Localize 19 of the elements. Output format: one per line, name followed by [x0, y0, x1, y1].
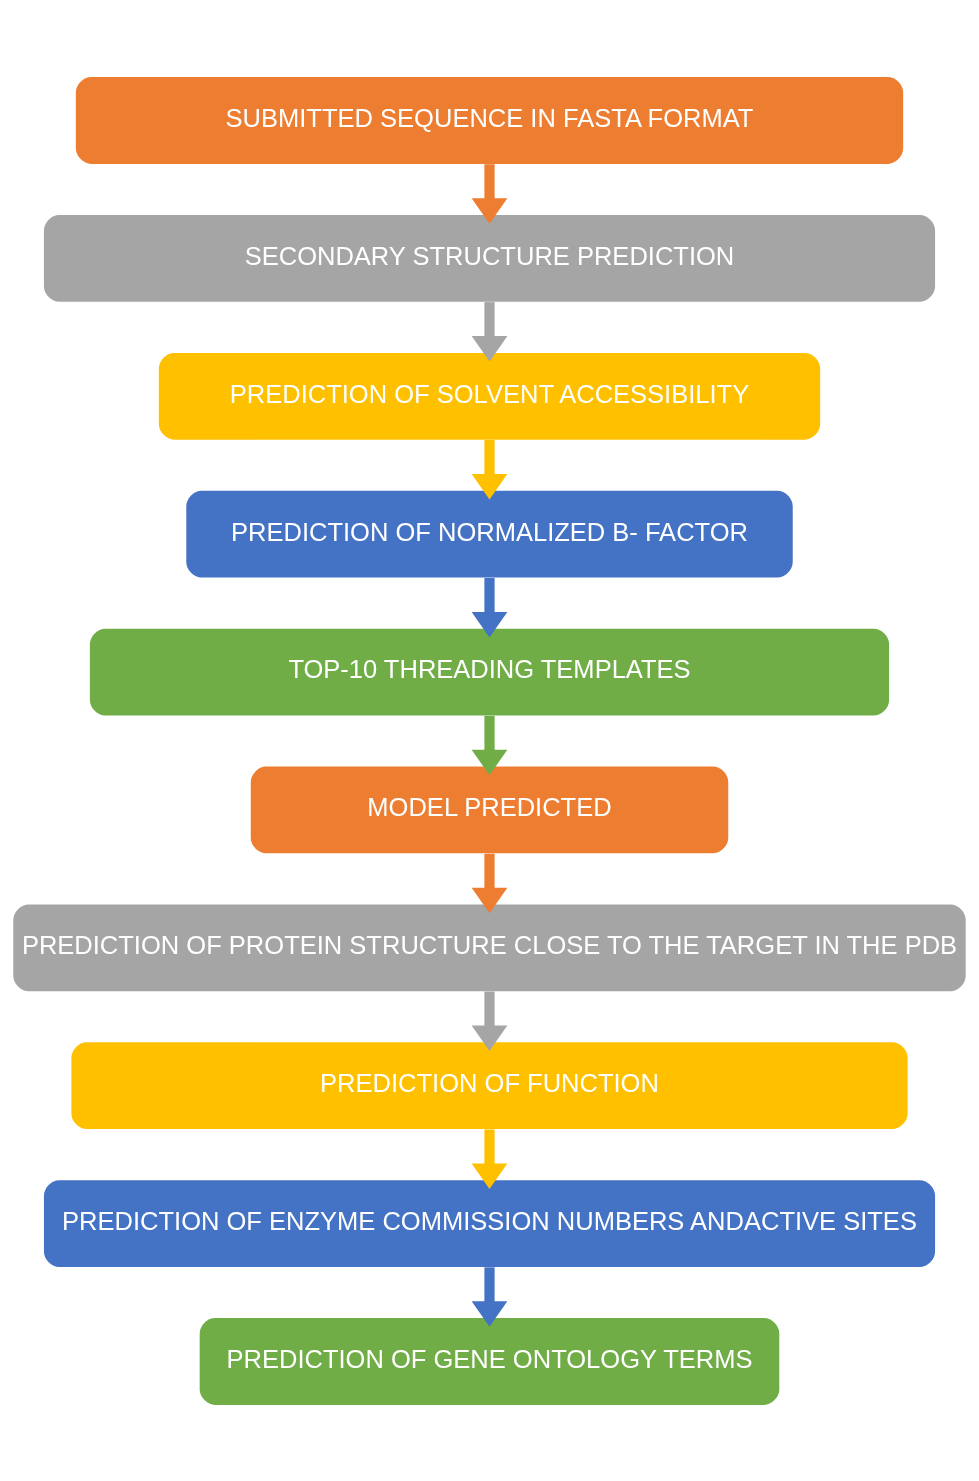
node-box: MODEL PREDICTED [250, 766, 729, 853]
node-box: PREDICTION OF GENE ONTOLOGY TERMS [199, 1317, 780, 1405]
arrow [471, 1266, 508, 1327]
arrow [471, 715, 508, 775]
node-box: SUBMITTED SEQUENCE IN FASTA FORMAT [75, 76, 904, 164]
node-box: SECONDARY STRUCTURE PREDICTION [43, 214, 936, 302]
arrow [471, 301, 508, 362]
node-box: PREDICTION OF PROTEIN STRUCTURE CLOSE TO THE TARGET IN THE PDB [13, 903, 966, 991]
node-box: PREDICTION OF FUNCTION [71, 1041, 908, 1129]
node-box: PREDICTION OF NORMALIZED B- FACTOR [186, 490, 793, 578]
arrow [471, 991, 508, 1051]
arrow [471, 853, 508, 913]
arrow [471, 439, 508, 499]
node-box: PREDICTION OF SOLVENT ACCESSIBILITY [158, 352, 821, 440]
arrow [471, 1128, 508, 1189]
arrow [471, 577, 508, 637]
node-box: TOP-10 THREADING TEMPLATES [89, 628, 890, 715]
node-box: PREDICTION OF ENZYME COMMISSION NUMBERS ANDACTIVE SITES [43, 1179, 936, 1267]
arrow [471, 163, 508, 224]
